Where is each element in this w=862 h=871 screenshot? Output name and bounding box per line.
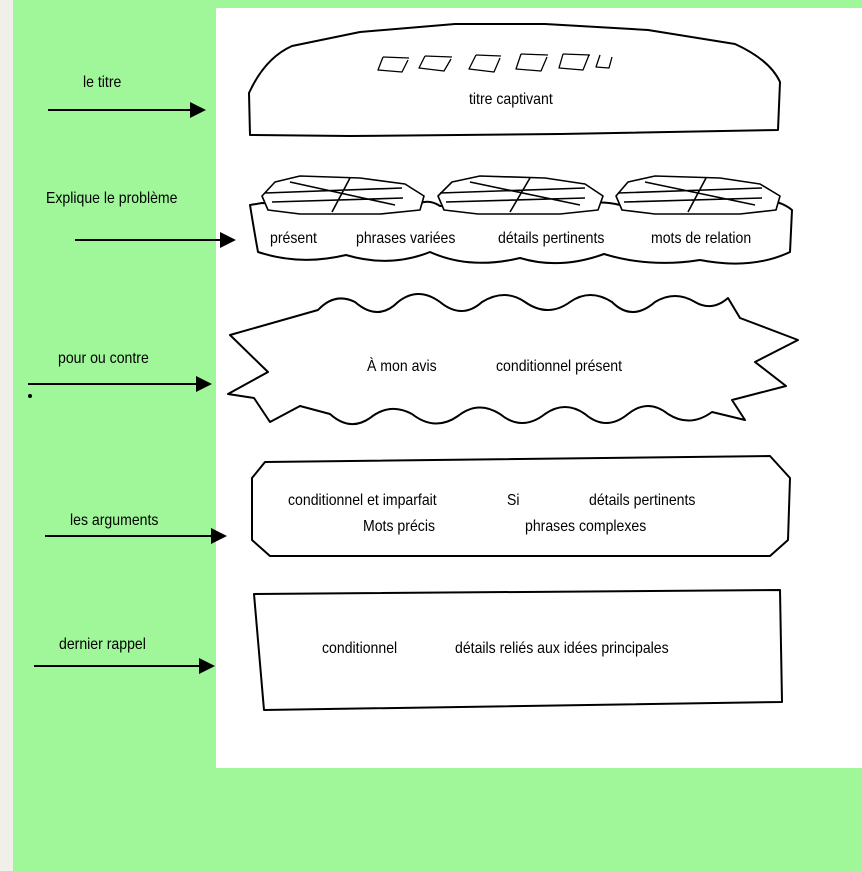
top-bun-shape — [248, 23, 781, 137]
text-details-pertinents: détails pertinents — [498, 230, 605, 247]
text-conditionnel-present: conditionnel présent — [496, 358, 623, 375]
label-les-arguments: les arguments — [70, 512, 159, 529]
text-phrases-variees: phrases variées — [356, 230, 456, 247]
text-mots-de-relation: mots de relation — [651, 230, 752, 247]
text-details-pertinents-2: détails pertinents — [589, 492, 696, 509]
label-le-titre: le titre — [83, 74, 122, 91]
text-a-mon-avis: À mon avis — [367, 358, 437, 375]
label-pour-ou-contre: pour ou contre — [58, 350, 149, 367]
text-present: présent — [270, 230, 317, 247]
bottom-bun-shape — [253, 589, 783, 711]
text-conditionnel: conditionnel — [322, 640, 398, 657]
text-details-relies: détails reliés aux idées principales — [455, 640, 669, 657]
patty-shape — [251, 455, 791, 557]
text-phrases-complexes: phrases complexes — [525, 518, 647, 535]
text-si: Si — [507, 492, 520, 509]
label-explique-le-probleme: Explique le problème — [46, 190, 178, 207]
ink-dot — [28, 394, 32, 398]
filling-shape — [249, 175, 793, 265]
text-titre-captivant: titre captivant — [469, 91, 553, 108]
lettuce-shape — [227, 293, 799, 425]
text-conditionnel-et-imparfait: conditionnel et imparfait — [288, 492, 437, 509]
label-dernier-rappel: dernier rappel — [59, 636, 146, 653]
text-mots-precis: Mots précis — [363, 518, 435, 535]
